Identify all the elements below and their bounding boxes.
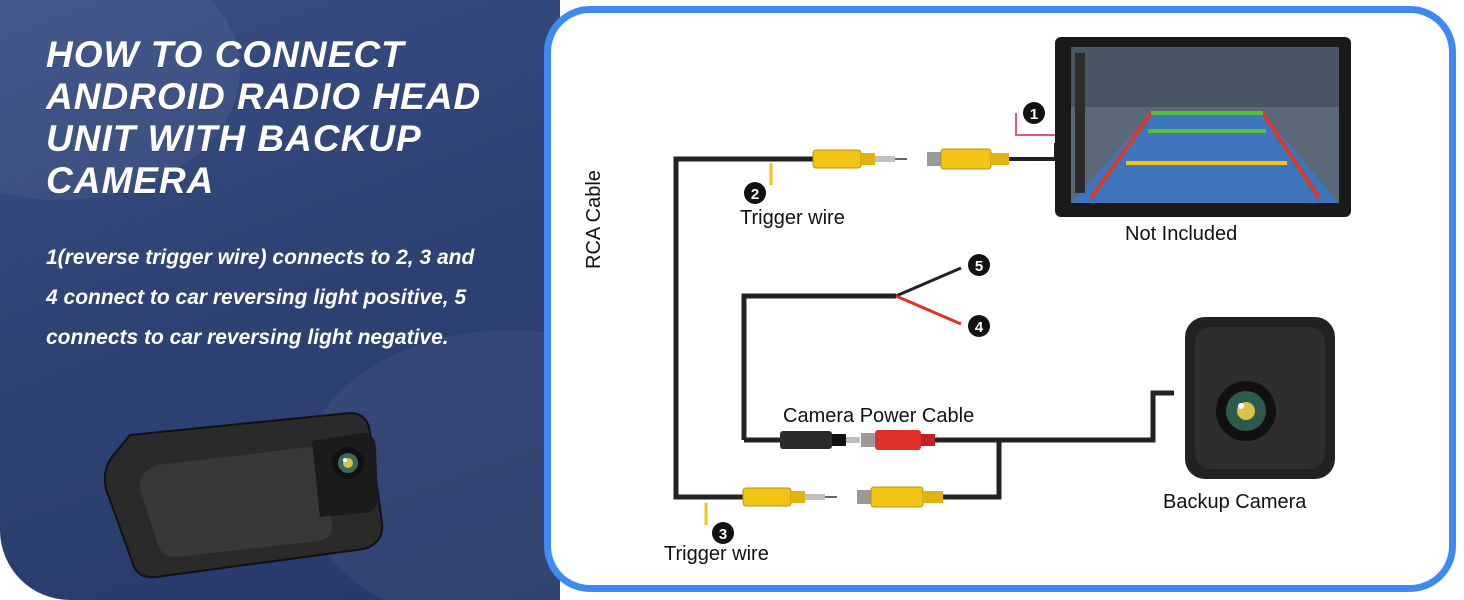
trigger-wire-top-label: Trigger wire [740, 207, 845, 229]
rca-yellow-plug-top [812, 149, 907, 169]
marker-2-text: 2 [751, 186, 759, 203]
marker-1-text: 1 [1030, 106, 1038, 123]
backup-camera-icon [1185, 317, 1335, 479]
rca-cable-wire [673, 156, 816, 500]
rca-cable-label: RCA Cable [583, 170, 605, 269]
rca-yellow-socket-top [927, 148, 1009, 170]
positive-lead [895, 294, 962, 326]
marker-5: 5 [968, 254, 990, 276]
wiring-diagram-card: 1 2 3 4 5 RCA Cable Trigger wire Trigger… [544, 6, 1456, 592]
power-black-plug [780, 431, 860, 449]
marker-5-text: 5 [975, 258, 983, 275]
head-unit-screen-icon [1055, 37, 1351, 217]
trigger-wire-bottom-label: Trigger wire [664, 543, 769, 565]
negative-lead [895, 266, 962, 298]
wiring-diagram: 1 2 3 4 5 [673, 37, 1351, 544]
rca-yellow-socket-bottom [857, 486, 943, 508]
marker-3-text: 3 [719, 526, 727, 543]
power-cable-wire [741, 293, 896, 440]
power-red-socket [861, 430, 935, 450]
marker-4: 4 [968, 315, 990, 337]
reverse-trigger-wire [1015, 113, 1055, 136]
page-title: HOW TO CONNECT ANDROID RADIO HEAD UNIT W… [46, 34, 482, 201]
camera-power-cable-label: Camera Power Cable [783, 405, 975, 427]
marker-1: 1 [1023, 102, 1045, 124]
marker-4-text: 4 [975, 319, 984, 336]
marker-3: 3 [712, 522, 734, 544]
connection-description: 1(reverse trigger wire) connects to 2, 3… [46, 246, 475, 349]
marker-2: 2 [744, 182, 766, 204]
rca-yellow-plug-bottom [742, 487, 837, 507]
backup-camera-label: Backup Camera [1163, 491, 1307, 513]
license-plate-camera-icon [103, 411, 384, 579]
info-panel: HOW TO CONNECT ANDROID RADIO HEAD UNIT W… [0, 0, 560, 600]
not-included-label: Not Included [1125, 223, 1238, 245]
